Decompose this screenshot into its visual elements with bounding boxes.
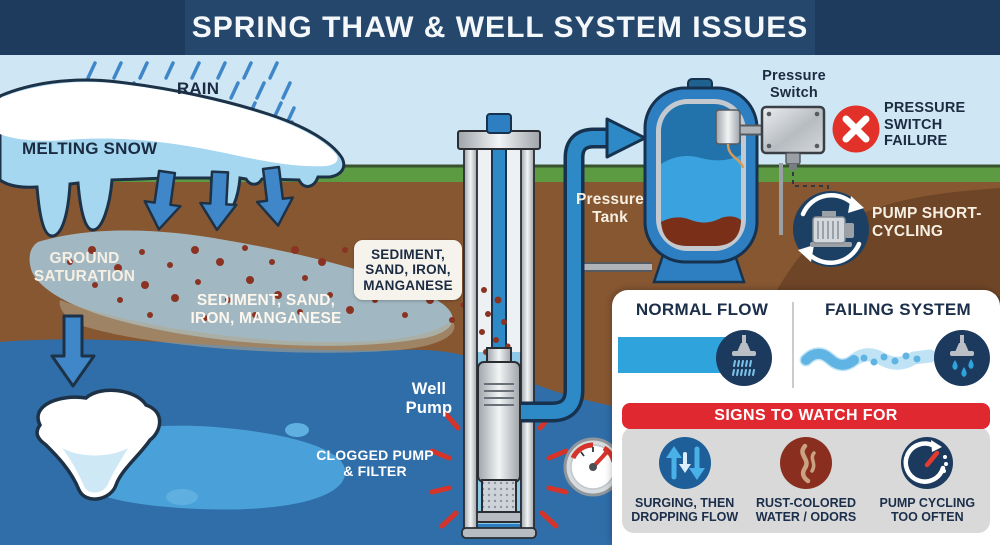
pump-short-cycling-label: PUMP SHORT-CYCLING: [872, 205, 982, 240]
sign-item-surging: SURGING, THEN DROPPING FLOW: [624, 437, 745, 525]
well-cap-knob: [486, 113, 512, 134]
pressure-switch-failure-label: PRESSURE SWITCH FAILURE: [884, 100, 966, 150]
symptoms-panel: NORMAL FLOW FAILING SYSTEM: [612, 290, 1000, 545]
sign-item-cycling: PUMP CYCLING TOO OFTEN: [867, 437, 988, 525]
signs-header: SIGNS TO WATCH FOR: [622, 403, 990, 429]
snow-melt-icon: [0, 78, 346, 238]
page-title: SPRING THAW & WELL SYSTEM ISSUES: [191, 11, 809, 44]
flow-arrow-icon: [605, 117, 647, 159]
normal-flow-heading: NORMAL FLOW: [635, 300, 769, 319]
sediment-callout-box: SEDIMENT, SAND, IRON, MANGANESE: [354, 240, 462, 301]
melting-snow-label: MELTING SNOW: [22, 139, 158, 158]
failing-system-section: FAILING SYSTEM: [798, 290, 998, 396]
well-casing-icon: [457, 113, 541, 539]
pump-cycle-icon: [793, 191, 869, 267]
pressure-switch-label: Pressure Switch: [762, 68, 826, 101]
well-pump-icon: [475, 347, 523, 523]
normal-flow-section: NORMAL FLOW: [612, 290, 792, 396]
ground-saturation-arrow-icon: [50, 314, 96, 388]
sign-label: SURGING, THEN DROPPING FLOW: [631, 496, 739, 525]
failure-x-icon: [832, 105, 880, 153]
pressure-switch-icon: [760, 105, 826, 170]
title-banner: SPRING THAW & WELL SYSTEM ISSUES: [0, 0, 1000, 55]
water-blob: [285, 423, 309, 437]
weak-stream-icon: [799, 347, 937, 372]
odor-wisp-icon: [779, 437, 832, 489]
flow-comparison-row: NORMAL FLOW FAILING SYSTEM: [612, 290, 1000, 396]
gauge-cycle-icon: [901, 437, 954, 489]
pressure-tank-label: Pressure Tank: [576, 191, 644, 226]
pressure-tank-icon: [643, 78, 766, 284]
failing-system-heading: FAILING SYSTEM: [825, 300, 971, 319]
shower-icon: [716, 330, 772, 386]
clogged-pump-filter-label: CLOGGED PUMP & FILTER: [316, 447, 434, 479]
pressure-gauge-icon: [563, 437, 623, 497]
ground-saturation-label: GROUND SATURATION: [33, 250, 136, 285]
sign-label: RUST-COLORED WATER / ODORS: [755, 496, 857, 525]
drop-pipe: [491, 146, 507, 368]
arrows-up-down-icon: [658, 437, 711, 489]
main-pipe: [521, 117, 647, 423]
sediment-plume-label: SEDIMENT, SAND, IRON, MANGANESE: [190, 292, 342, 327]
pump-filter: [481, 479, 517, 515]
rain-label: RAIN: [176, 79, 220, 98]
dripping-shower-icon: [934, 330, 990, 386]
sign-item-rust: RUST-COLORED WATER / ODORS: [745, 437, 866, 525]
well-pump-label: Well Pump: [405, 380, 453, 417]
sign-label: PUMP CYCLING TOO OFTEN: [879, 496, 976, 525]
panel-divider: [792, 302, 794, 388]
water-blob: [166, 489, 198, 505]
signs-body: SURGING, THEN DROPPING FLOW RUST-COLORED…: [622, 427, 990, 533]
infiltration-arrow-icon: [143, 165, 295, 232]
ice-chunk-icon: [35, 388, 162, 501]
title-banner-inner: [185, 0, 815, 55]
